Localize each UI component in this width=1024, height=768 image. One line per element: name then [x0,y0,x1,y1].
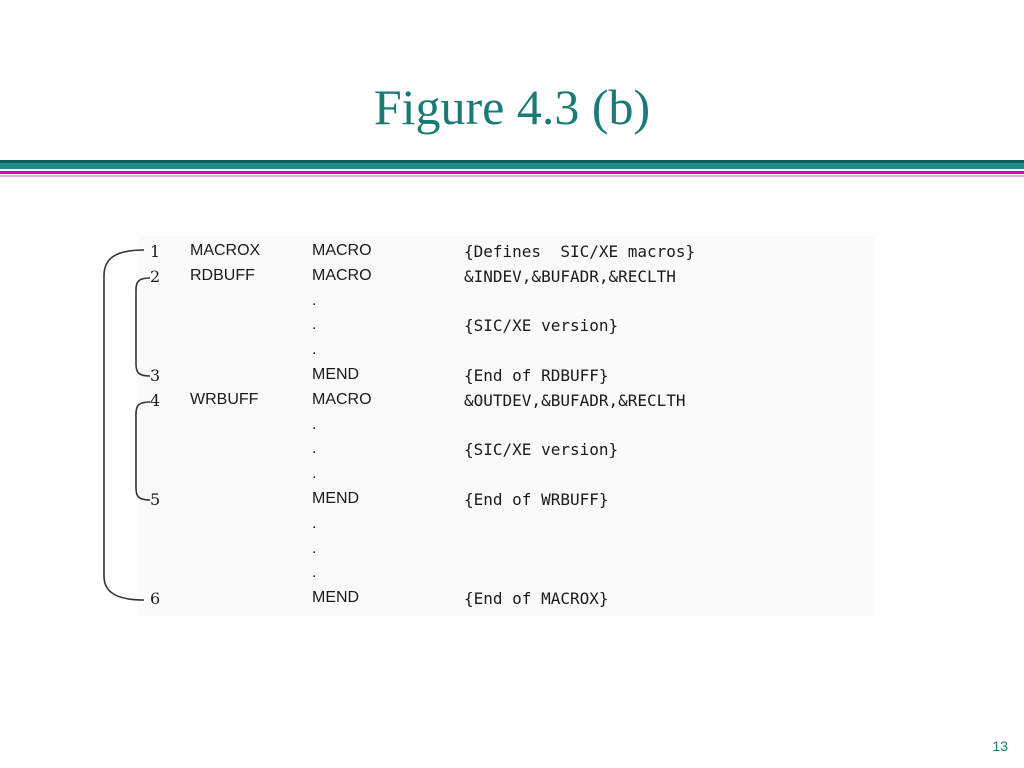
line-label: WRBUFF [190,390,259,408]
title-rule-teal [0,160,1024,169]
line-operand: {SIC/XE version} [464,316,619,336]
bracket-rdbuff [135,277,151,377]
line-opcode: MEND [312,589,360,607]
page-number: 13 [992,738,1008,754]
line-operand: {End of MACROX} [464,589,609,609]
line-number: 4 [150,390,161,410]
line-opcode: . [312,415,317,433]
line-opcode: MEND [312,366,360,383]
line-operand: {End of WRBUFF} [464,490,609,509]
line-opcode: MACRO [312,242,372,259]
line-opcode: . [312,341,317,359]
line-label: MACROX [190,242,261,259]
line-opcode: . [312,440,317,458]
line-opcode: . [312,514,317,532]
line-operand: &INDEV,&BUFADR,&RECLTH [464,266,676,286]
line-opcode: MACRO [312,266,372,284]
line-number: 1 [150,242,161,261]
code-listing-background [138,236,874,616]
line-operand: &OUTDEV,&BUFADR,&RECLTH [464,390,686,410]
bracket-wrbuff [135,401,151,501]
line-number: 2 [150,266,161,286]
line-opcode: . [312,291,317,309]
line-opcode: MEND [312,490,360,507]
title-rule-teal-shade [0,160,1024,163]
line-number: 5 [150,490,161,509]
line-opcode: . [312,465,317,483]
line-opcode: . [312,539,317,557]
line-label: RDBUFF [190,266,255,284]
line-opcode: . [312,564,317,582]
line-number: 3 [150,366,161,385]
title-rule-magenta [0,171,1024,174]
line-operand: {Defines SIC/XE macros} [464,242,696,261]
line-opcode: . [312,316,317,334]
line-operand: {End of RDBUFF} [464,366,609,385]
bracket-macrox [103,249,145,601]
title-rule-magenta-shade [0,175,1024,177]
line-opcode: MACRO [312,390,372,408]
line-operand: {SIC/XE version} [464,440,619,460]
slide-title: Figure 4.3 (b) [373,79,651,135]
line-number: 6 [150,589,161,609]
nesting-brackets [103,249,151,601]
